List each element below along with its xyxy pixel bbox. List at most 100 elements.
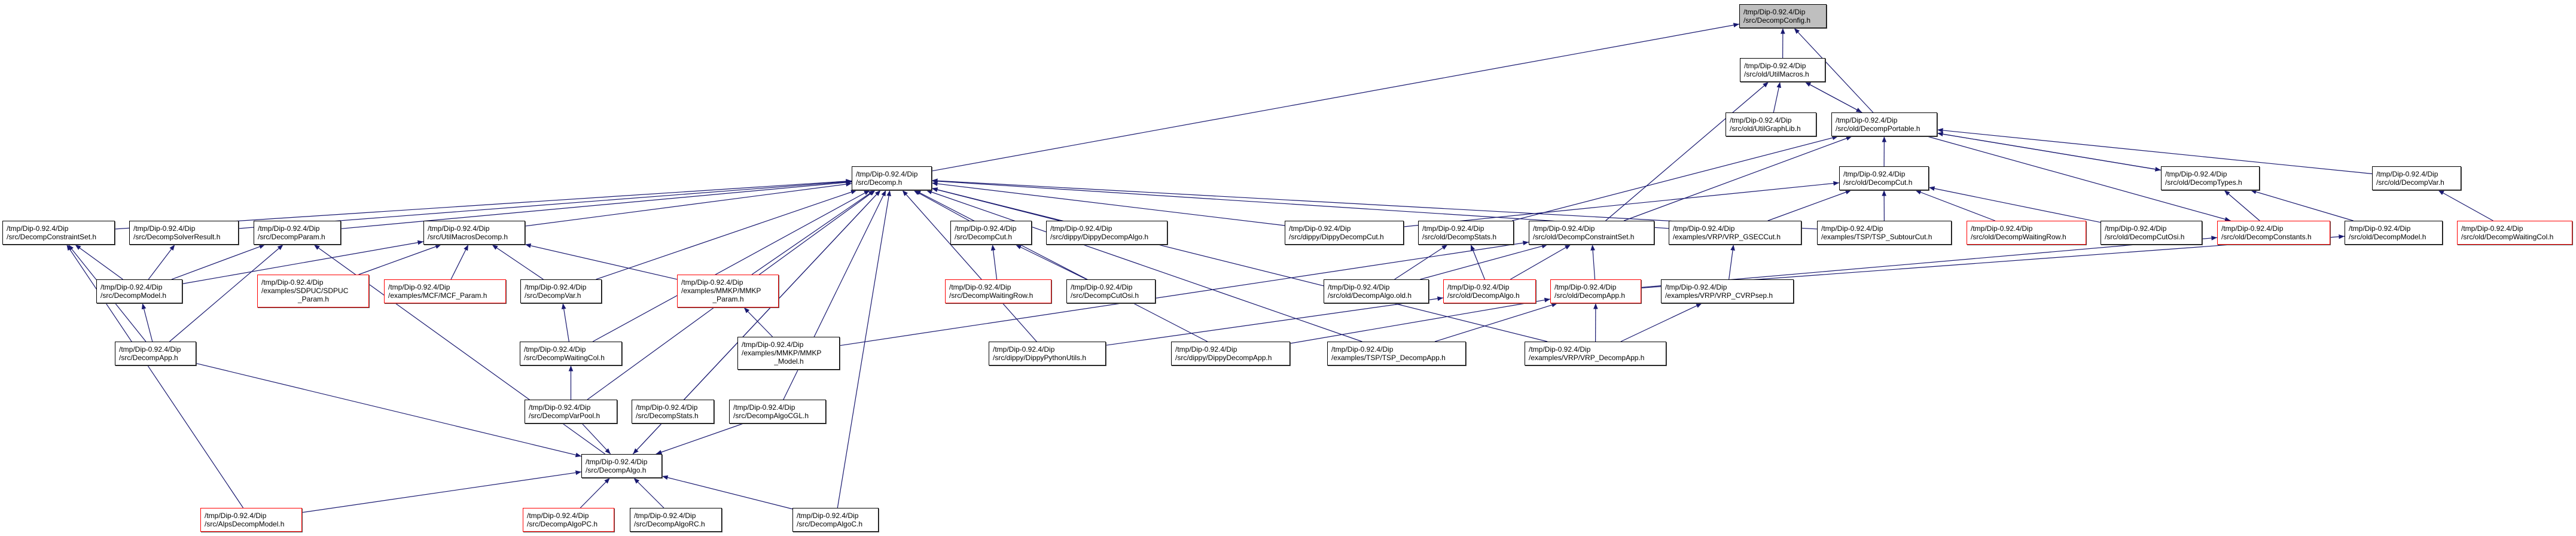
node-label-line: /src/dippy/DippyDecompAlgo.h — [1050, 233, 1149, 241]
node-label-line: /examples/TSP/TSP_SubtourCut.h — [1821, 233, 1932, 241]
node-label-line: /tmp/Dip-0.92.4/Dip — [1529, 345, 1591, 354]
node-mcf[interactable]: /tmp/Dip-0.92.4/Dip/examples/MCF/MCF_Par… — [384, 279, 506, 303]
node-algo[interactable]: /tmp/Dip-0.92.4/Dip/src/DecompAlgo.h — [581, 454, 662, 478]
edge-utilgraphlib-to-utilmacros — [1773, 81, 1781, 113]
edge-alps-to-algo — [301, 470, 582, 513]
node-oldconstants[interactable]: /tmp/Dip-0.92.4/Dip/src/old/DecompConsta… — [2217, 221, 2330, 245]
node-label-line: /src/old/DecompConstraintSet.h — [1533, 233, 1635, 241]
node-decompvar[interactable]: /tmp/Dip-0.92.4/Dip/src/DecompVar.h — [520, 279, 602, 303]
node-label-line: /tmp/Dip-0.92.4/Dip — [261, 278, 324, 287]
node-label-line: /src/DecompConstraintSet.h — [7, 233, 97, 241]
node-label-line: /tmp/Dip-0.92.4/Dip — [1289, 224, 1351, 233]
node-oldmodel[interactable]: /tmp/Dip-0.92.4/Dip/src/old/DecompModel.… — [2345, 221, 2443, 245]
node-utilmacros[interactable]: /tmp/Dip-0.92.4/Dip/src/old/UtilMacros.h — [1740, 58, 1825, 82]
node-vrpapp[interactable]: /tmp/Dip-0.92.4/Dip/examples/VRP/VRP_Dec… — [1525, 342, 1666, 366]
edge-decompapp-to-param — [169, 244, 283, 342]
node-mmkpparam[interactable]: /tmp/Dip-0.92.4/Dip/examples/MMKP/MMKP_P… — [677, 275, 779, 307]
node-algoold[interactable]: /tmp/Dip-0.92.4/Dip/src/old/DecompAlgo.o… — [1324, 279, 1429, 303]
node-label-line: /examples/MCF/MCF_Param.h — [388, 291, 487, 300]
edge-mmkpparam-to-utilmacrosdecomp — [525, 243, 678, 280]
node-label-line: _Param.h — [712, 295, 744, 303]
node-algocgl[interactable]: /tmp/Dip-0.92.4/Dip/src/DecompAlgoCGL.h — [729, 400, 826, 424]
node-dippycut[interactable]: /tmp/Dip-0.92.4/Dip/src/dippy/DippyDecom… — [1285, 221, 1404, 245]
node-oldstats[interactable]: /tmp/Dip-0.92.4/Dip/src/old/DecompStats.… — [1418, 221, 1514, 245]
edge-decompapp-to-decompmodel — [141, 303, 153, 342]
node-dippyapp[interactable]: /tmp/Dip-0.92.4/Dip/src/dippy/DippyDecom… — [1171, 342, 1290, 366]
node-decompcut[interactable]: /tmp/Dip-0.92.4/Dip/src/DecompCut.h — [950, 221, 1032, 245]
edge-tspapp-to-oldapp — [1434, 303, 1558, 342]
node-stats[interactable]: /tmp/Dip-0.92.4/Dip/src/DecompStats.h — [632, 400, 714, 424]
node-label-line: /src/old/UtilMacros.h — [1744, 70, 1809, 78]
node-oldcut[interactable]: /tmp/Dip-0.92.4/Dip/src/old/DecompCut.h — [1839, 166, 1929, 190]
node-waitingcol[interactable]: /tmp/Dip-0.92.4/Dip/src/DecompWaitingCol… — [520, 342, 622, 366]
node-algopc[interactable]: /tmp/Dip-0.92.4/Dip/src/DecompAlgoPC.h — [523, 508, 614, 532]
node-oldalgo[interactable]: /tmp/Dip-0.92.4/Dip/src/old/DecompAlgo.h — [1443, 279, 1536, 303]
node-label-line: /tmp/Dip-0.92.4/Dip — [1836, 116, 1898, 124]
edge-algocgl-to-algo — [656, 423, 743, 455]
node-oldconstraintset[interactable]: /tmp/Dip-0.92.4/Dip/src/old/DecompConstr… — [1529, 221, 1654, 245]
node-varpool[interactable]: /tmp/Dip-0.92.4/Dip/src/DecompVarPool.h — [525, 400, 617, 424]
node-label-line: /tmp/Dip-0.92.4/Dip — [1665, 283, 1727, 291]
edge-algoold-to-oldstats — [1394, 244, 1448, 280]
node-gseccut[interactable]: /tmp/Dip-0.92.4/Dip/examples/VRP/VRP_GSE… — [1669, 221, 1801, 245]
node-pythonutils[interactable]: /tmp/Dip-0.92.4/Dip/src/dippy/DippyPytho… — [989, 342, 1106, 366]
node-label-line: /examples/MMKP/MMKP — [742, 349, 822, 357]
node-tspapp[interactable]: /tmp/Dip-0.92.4/Dip/examples/TSP/TSP_Dec… — [1327, 342, 1466, 366]
node-dippyalgo[interactable]: /tmp/Dip-0.92.4/Dip/src/dippy/DippyDecom… — [1046, 221, 1167, 245]
node-label-line: /src/DecompApp.h — [119, 354, 178, 362]
node-label-line: /tmp/Dip-0.92.4/Dip — [1743, 8, 1806, 16]
node-label-line: /src/DecompSolverResult.h — [133, 233, 221, 241]
node-label-line: /src/DecompAlgoCGL.h — [733, 412, 809, 420]
node-subtourcut[interactable]: /tmp/Dip-0.92.4/Dip/examples/TSP/TSP_Sub… — [1817, 221, 1952, 245]
node-decompapp[interactable]: /tmp/Dip-0.92.4/Dip/src/DecompApp.h — [115, 342, 196, 366]
edge-decompvar-to-utilmacrosdecomp — [492, 244, 544, 280]
node-label-line: /tmp/Dip-0.92.4/Dip — [388, 283, 450, 291]
node-cvrpsep[interactable]: /tmp/Dip-0.92.4/Dip/examples/VRP/VRP_CVR… — [1661, 279, 1794, 303]
node-label-line: /tmp/Dip-0.92.4/Dip — [529, 403, 591, 412]
node-mmkpmodel[interactable]: /tmp/Dip-0.92.4/Dip/examples/MMKP/MMKP_M… — [737, 337, 840, 370]
node-label-line: /tmp/Dip-0.92.4/Dip — [1533, 224, 1595, 233]
node-label-line: /tmp/Dip-0.92.4/Dip — [205, 511, 267, 520]
node-config[interactable]: /tmp/Dip-0.92.4/Dip/src/DecompConfig.h — [1739, 4, 1827, 28]
edge-gseccut-to-oldcut — [1767, 190, 1852, 221]
node-oldvar[interactable]: /tmp/Dip-0.92.4/Dip/src/old/DecompVar.h — [2372, 166, 2461, 190]
edge-sdpuc-to-utilmacrosdecomp — [358, 244, 441, 275]
node-portable[interactable]: /tmp/Dip-0.92.4/Dip/src/old/DecompPortab… — [1831, 112, 1937, 136]
node-label-line: /src/dippy/DippyDecompApp.h — [1175, 354, 1272, 362]
node-constraintset[interactable]: /tmp/Dip-0.92.4/Dip/src/DecompConstraint… — [2, 221, 115, 245]
node-alps[interactable]: /tmp/Dip-0.92.4/Dip/src/AlpsDecompModel.… — [200, 508, 302, 532]
node-label-line: /src/old/DecompApp.h — [1554, 291, 1626, 300]
node-label-line: /examples/VRP/VRP_DecompApp.h — [1529, 354, 1645, 362]
node-label-line: /src/DecompModel.h — [100, 291, 167, 300]
node-cutosi[interactable]: /tmp/Dip-0.92.4/Dip/src/DecompCutOsi.h — [1066, 279, 1156, 303]
node-label-line: /tmp/Dip-0.92.4/Dip — [955, 224, 1017, 233]
node-utilmacrosdecomp[interactable]: /tmp/Dip-0.92.4/Dip/src/UtilMacrosDecomp… — [423, 221, 525, 245]
node-oldcutosi[interactable]: /tmp/Dip-0.92.4/Dip/src/old/DecompCutOsi… — [2101, 221, 2202, 245]
edge-oldwaitingcol-to-oldvar — [2438, 190, 2493, 221]
node-utilgraphlib[interactable]: /tmp/Dip-0.92.4/Dip/src/old/UtilGraphLib… — [1726, 112, 1816, 136]
edge-decompmodel-to-solverresult — [148, 244, 175, 280]
node-types[interactable]: /tmp/Dip-0.92.4/Dip/src/old/DecompTypes.… — [2161, 166, 2260, 190]
node-decompmodel[interactable]: /tmp/Dip-0.92.4/Dip/src/DecompModel.h — [96, 279, 182, 303]
node-label-line: /src/DecompCutOsi.h — [1071, 291, 1139, 300]
node-algorc[interactable]: /tmp/Dip-0.92.4/Dip/src/DecompAlgoRC.h — [630, 508, 722, 532]
node-solverresult[interactable]: /tmp/Dip-0.92.4/Dip/src/DecompSolverResu… — [129, 221, 239, 245]
node-label-line: /src/UtilMacrosDecomp.h — [428, 233, 508, 241]
node-label-line: /src/dippy/DippyPythonUtils.h — [993, 354, 1087, 362]
edge-algoc-to-decomp — [837, 190, 891, 508]
node-algoc[interactable]: /tmp/Dip-0.92.4/Dip/src/DecompAlgoC.h — [792, 508, 879, 532]
node-label-line: /tmp/Dip-0.92.4/Dip — [1971, 224, 2033, 233]
node-label-line: /src/old/DecompConstants.h — [2221, 233, 2312, 241]
node-oldwaitingrow[interactable]: /tmp/Dip-0.92.4/Dip/src/old/DecompWaitin… — [1967, 221, 2086, 245]
node-decomp[interactable]: /tmp/Dip-0.92.4/Dip/src/Decomp.h — [852, 166, 932, 190]
node-sdpuc[interactable]: /tmp/Dip-0.92.4/Dip/examples/SDPUC/SDPUC… — [257, 275, 369, 307]
edge-oldapp-to-oldconstraintset — [1590, 244, 1596, 280]
node-param[interactable]: /tmp/Dip-0.92.4/Dip/src/DecompParam.h — [254, 221, 341, 245]
node-oldapp[interactable]: /tmp/Dip-0.92.4/Dip/src/old/DecompApp.h — [1550, 279, 1641, 303]
edge-waitingrow-to-decompcut — [990, 244, 998, 280]
edge-param-to-decomp — [340, 180, 852, 229]
edge-waitingcol-to-decomp — [592, 190, 870, 342]
node-oldwaitingcol[interactable]: /tmp/Dip-0.92.4/Dip/src/old/DecompWaitin… — [2457, 221, 2572, 245]
node-waitingrow[interactable]: /tmp/Dip-0.92.4/Dip/src/DecompWaitingRow… — [945, 279, 1051, 303]
